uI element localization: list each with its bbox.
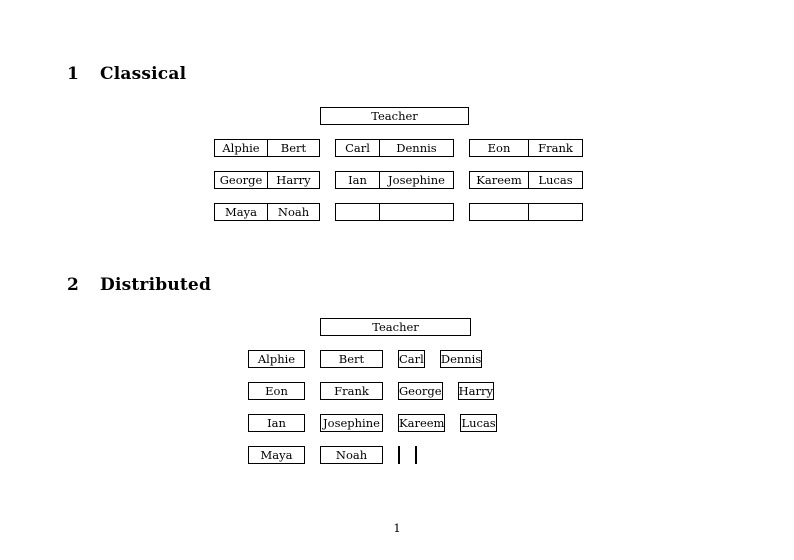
classical-cell: Carl <box>336 140 379 156</box>
classical-cell: Frank <box>528 140 582 156</box>
classical-row-3: Maya Noah <box>214 203 583 221</box>
distributed-cell: Josephine <box>320 414 383 432</box>
distributed-cell: Frank <box>320 382 383 400</box>
distributed-row-4: Maya Noah <box>248 446 417 464</box>
classical-cell: Josephine <box>379 172 453 188</box>
classical-cell: Ian <box>336 172 379 188</box>
classical-group-1-row-3: Maya Noah <box>214 203 320 221</box>
distributed-cell: George <box>398 382 443 400</box>
distributed-cell: Alphie <box>248 350 305 368</box>
classical-group-1-row-2: George Harry <box>214 171 320 189</box>
classical-cell-empty <box>379 204 453 220</box>
classical-cell: Bert <box>267 140 319 156</box>
distributed-cell: Dennis <box>439 350 483 368</box>
classical-group-3-row-1: Eon Frank <box>469 139 583 157</box>
classical-cell: Noah <box>267 204 319 220</box>
classical-cell-empty <box>528 204 582 220</box>
classical-cell: Harry <box>267 172 319 188</box>
classical-cell: Lucas <box>528 172 582 188</box>
classical-cell: George <box>215 172 267 188</box>
section-title: Distributed <box>100 275 212 295</box>
section-heading-classical: 1 Classical <box>67 64 186 84</box>
section-heading-distributed: 2 Distributed <box>67 275 211 295</box>
classical-cell: Eon <box>470 140 528 156</box>
classical-group-1-row-1: Alphie Bert <box>214 139 320 157</box>
distributed-row-2: Eon Frank George Harry <box>248 382 494 400</box>
section-title: Classical <box>100 64 187 84</box>
distributed-cell: Lucas <box>460 414 497 432</box>
distributed-cell: Kareem <box>398 414 446 432</box>
teacher-box-classical: Teacher <box>320 107 469 125</box>
teacher-box-distributed: Teacher <box>320 318 471 336</box>
classical-row-2: George Harry Ian Josephine Kareem Lucas <box>214 171 583 189</box>
classical-row-1: Alphie Bert Carl Dennis Eon Frank <box>214 139 583 157</box>
classical-cell-empty <box>336 204 379 220</box>
classical-group-2-row-1: Carl Dennis <box>335 139 454 157</box>
distributed-cell: Eon <box>248 382 305 400</box>
classical-group-2-row-3 <box>335 203 454 221</box>
classical-cell: Kareem <box>470 172 528 188</box>
classical-cell: Alphie <box>215 140 267 156</box>
classical-cell: Maya <box>215 204 267 220</box>
classical-cell: Dennis <box>379 140 453 156</box>
distributed-cell: Noah <box>320 446 383 464</box>
distributed-cell: Bert <box>320 350 383 368</box>
classical-cell-empty <box>470 204 528 220</box>
distributed-cell-empty <box>415 446 417 464</box>
section-number: 2 <box>67 275 80 295</box>
distributed-row-3: Ian Josephine Kareem Lucas <box>248 414 497 432</box>
distributed-cell: Ian <box>248 414 305 432</box>
distributed-cell: Harry <box>457 382 494 400</box>
classical-group-3-row-3 <box>469 203 583 221</box>
section-number: 1 <box>67 64 80 84</box>
distributed-cell-empty <box>398 446 400 464</box>
classical-group-2-row-2: Ian Josephine <box>335 171 454 189</box>
distributed-cell: Carl <box>398 350 425 368</box>
distributed-row-1: Alphie Bert Carl Dennis <box>248 350 483 368</box>
classical-group-3-row-2: Kareem Lucas <box>469 171 583 189</box>
page-number: 1 <box>393 521 401 535</box>
distributed-cell: Maya <box>248 446 305 464</box>
